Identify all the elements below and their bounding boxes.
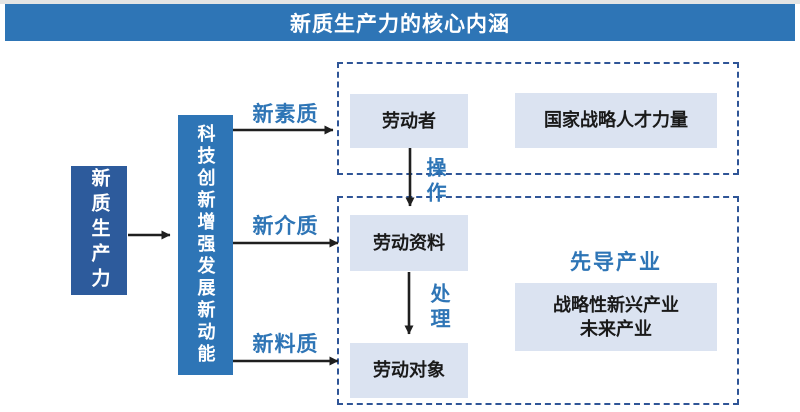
national-talent-box: 国家战略人才力量 [515, 93, 717, 148]
labor-materials-label: 劳动资料 [373, 232, 445, 253]
top-dashed-group [337, 62, 739, 175]
labor-objects-label: 劳动对象 [373, 360, 445, 381]
industries-box: 战略性新兴产业 未来产业 [515, 283, 717, 351]
laborer-label: 劳动者 [382, 110, 436, 131]
driver-box-tech-innovation: 科技创新增强发展新动能 [178, 115, 233, 375]
labor-materials-box: 劳动资料 [350, 215, 468, 271]
operate-label: 操作 [423, 157, 445, 207]
leading-industries-title: 先导产业 [570, 251, 662, 274]
top-edge-strip [0, 0, 800, 4]
process-label: 处理 [427, 283, 449, 333]
source-box-new-productive-forces: 新质生产力 [71, 166, 127, 295]
page-title: 新质生产力的核心内涵 [290, 12, 510, 36]
labor-objects-box: 劳动对象 [350, 343, 468, 398]
industries-line1: 战略性新兴产业 [553, 294, 679, 315]
new-medium-label: 新介质 [252, 215, 319, 238]
bottom-dashed-group [337, 196, 739, 405]
industries-line2: 未来产业 [580, 319, 652, 339]
national-talent-label: 国家战略人才力量 [544, 110, 688, 131]
new-material-label: 新料质 [252, 333, 319, 356]
title-bar: 新质生产力的核心内涵 [5, 4, 795, 41]
driver-box-label: 科技创新增强发展新动能 [195, 124, 216, 366]
new-quality-label: 新素质 [252, 103, 319, 126]
source-box-label: 新质生产力 [88, 168, 110, 293]
laborer-box: 劳动者 [350, 94, 468, 148]
